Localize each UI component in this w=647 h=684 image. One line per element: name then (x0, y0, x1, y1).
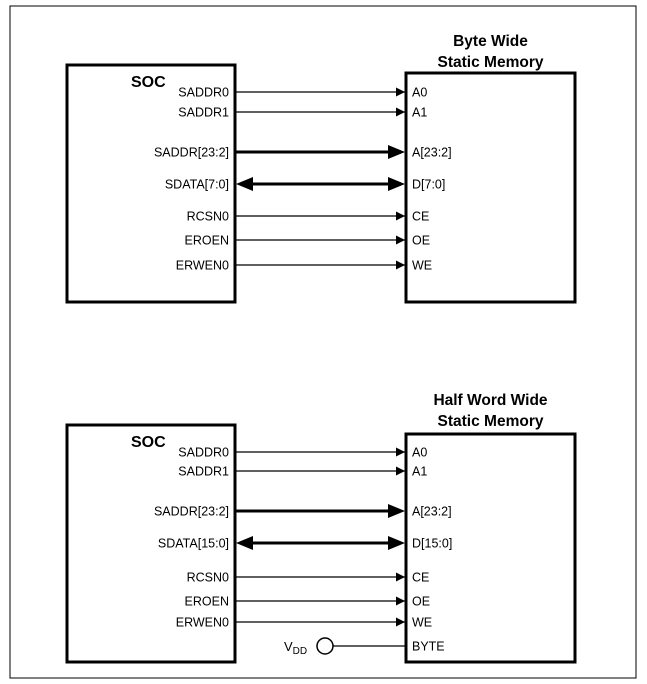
signal-row: SDATA[7:0] D[7:0] (165, 177, 445, 192)
signal-row: ERWEN0 WE (176, 259, 432, 273)
signal-row: SADDR0 A0 (178, 86, 427, 100)
bus-arrowhead-right (388, 536, 405, 550)
memory-pin-label: WE (412, 616, 432, 630)
memory-pin-label: CE (412, 210, 429, 224)
memory-pin-label: A[23:2] (412, 505, 452, 519)
signal-row: SADDR[23:2] A[23:2] (154, 145, 452, 160)
soc-block (65, 63, 237, 304)
soc-block (65, 423, 237, 664)
signal-row: EROEN OE (185, 595, 431, 609)
memory-title-line-1: Byte Wide (453, 33, 528, 50)
memory-block (404, 71, 577, 304)
memory-block (404, 432, 577, 664)
memory-pin-label: A1 (412, 465, 427, 479)
soc-signal-label: SADDR1 (178, 106, 229, 120)
bus-arrowhead-left (236, 177, 253, 191)
memory-pin-label: D[7:0] (412, 178, 445, 192)
soc-label: SOC (131, 434, 166, 451)
vdd-terminal-circle (316, 637, 334, 655)
soc-signal-label: SADDR0 (178, 446, 229, 460)
bus-arrowhead-right (388, 177, 405, 191)
memory-pin-label: CE (412, 571, 429, 585)
soc-signal-label: RCSN0 (187, 571, 229, 585)
signal-row: SADDR[23:2] A[23:2] (154, 504, 452, 519)
memory-pin-label: A[23:2] (412, 146, 452, 160)
soc-signal-label: ERWEN0 (176, 259, 229, 273)
signal-row: SADDR1 A1 (178, 106, 427, 120)
soc-label: SOC (131, 74, 166, 91)
soc-signal-label: SADDR0 (178, 86, 229, 100)
memory-title-line-2: Static Memory (438, 413, 544, 430)
vdd-tie: VDD BYTE (284, 637, 445, 657)
memory-title-line-1: Half Word Wide (433, 392, 547, 409)
bus-arrowhead (388, 504, 405, 518)
memory-pin-label: A0 (412, 86, 427, 100)
memory-pin-label: A0 (412, 446, 427, 460)
signal-row: RCSN0 CE (187, 210, 430, 224)
signal-row: SADDR0 A0 (178, 446, 427, 460)
soc-signal-label: EROEN (185, 234, 229, 248)
memory-pin-label: OE (412, 595, 430, 609)
bus-arrowhead-left (236, 536, 253, 550)
soc-signal-label: SDATA[15:0] (158, 537, 229, 551)
signal-row: SADDR1 A1 (178, 465, 427, 479)
soc-signal-label: ERWEN0 (176, 616, 229, 630)
signal-row: RCSN0 CE (187, 571, 430, 585)
soc-signal-label: SADDR[23:2] (154, 146, 229, 160)
soc-signal-label: EROEN (185, 595, 229, 609)
memory-pin-label: BYTE (412, 640, 445, 654)
soc-signal-label: RCSN0 (187, 210, 229, 224)
signal-row: EROEN OE (185, 234, 431, 248)
memory-pin-label: D[15:0] (412, 537, 452, 551)
memory-pin-label: A1 (412, 106, 427, 120)
vdd-label: VDD (284, 639, 307, 657)
memory-pin-label: OE (412, 234, 430, 248)
vdd-label-main: V (284, 639, 293, 654)
signal-row: ERWEN0 WE (176, 616, 432, 630)
signal-row: SDATA[15:0] D[15:0] (158, 536, 452, 551)
soc-signal-label: SADDR[23:2] (154, 505, 229, 519)
outer-frame (9, 5, 637, 679)
vdd-label-subscript: DD (293, 646, 307, 657)
memory-pin-label: WE (412, 259, 432, 273)
soc-signal-label: SADDR1 (178, 465, 229, 479)
soc-signal-label: SDATA[7:0] (165, 178, 229, 192)
memory-title-line-2: Static Memory (438, 54, 544, 71)
bus-arrowhead (388, 145, 405, 159)
